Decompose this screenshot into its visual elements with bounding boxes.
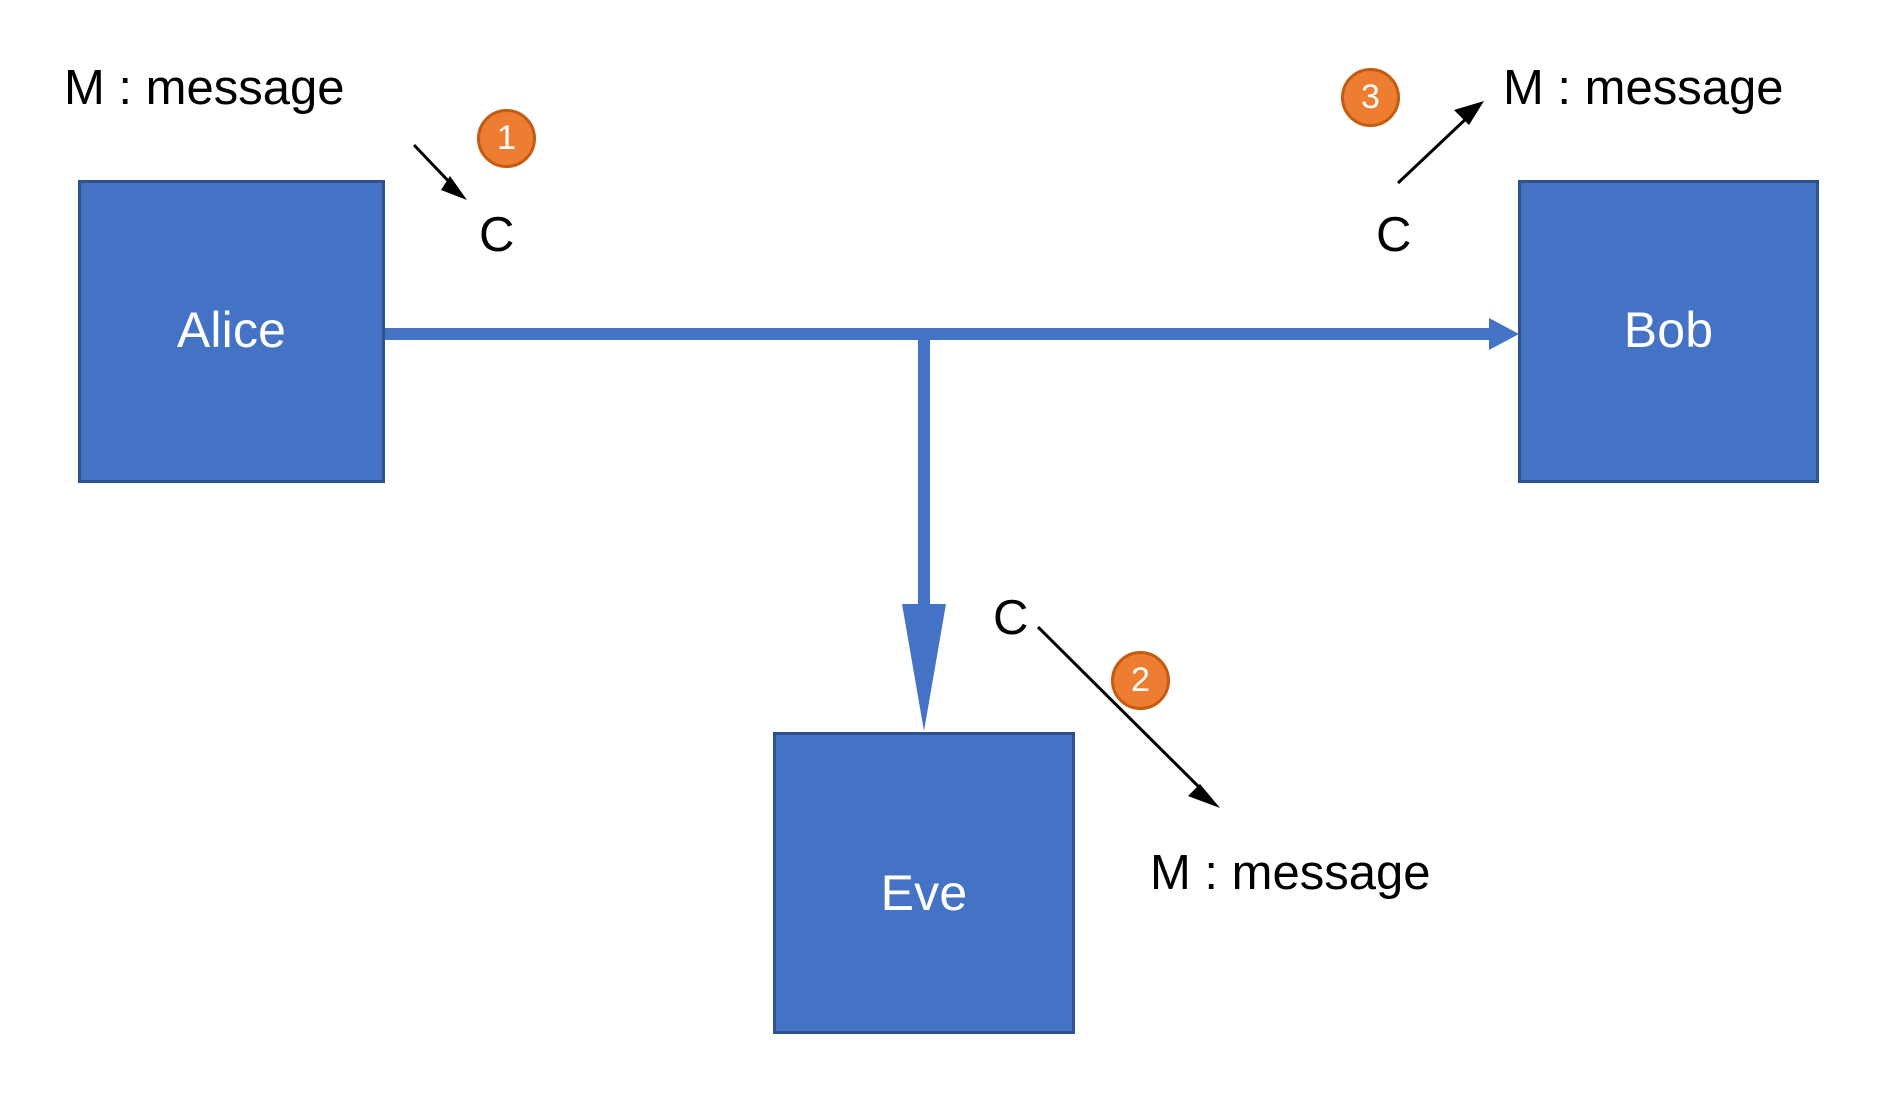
step-badge-2[interactable]: 2 [1111,651,1170,710]
step-badge-3-number: 3 [1361,77,1380,116]
node-eve[interactable]: Eve [773,732,1075,1034]
annotation-arrow-3 [1396,101,1484,185]
step-badge-1[interactable]: 1 [477,109,536,168]
label-ciphertext-eve: C [993,591,1029,645]
node-alice[interactable]: Alice [78,180,385,483]
annotation-arrow-1 [412,143,467,200]
label-message-alice: M : message [64,61,345,115]
step-badge-1-number: 1 [497,118,516,157]
label-ciphertext-bob: C [1376,208,1412,262]
step-badge-2-number: 2 [1131,660,1150,699]
node-bob-label: Bob [1623,301,1714,358]
step-badge-3[interactable]: 3 [1341,68,1400,127]
label-message-eve: M : message [1150,846,1431,900]
label-ciphertext-alice: C [479,208,515,262]
node-alice-label: Alice [176,301,287,358]
connector-tap-to-eve [902,334,946,731]
connector-alice-to-bob [385,318,1519,350]
label-message-bob: M : message [1503,61,1784,115]
node-bob[interactable]: Bob [1518,180,1819,483]
node-eve-label: Eve [880,865,968,921]
